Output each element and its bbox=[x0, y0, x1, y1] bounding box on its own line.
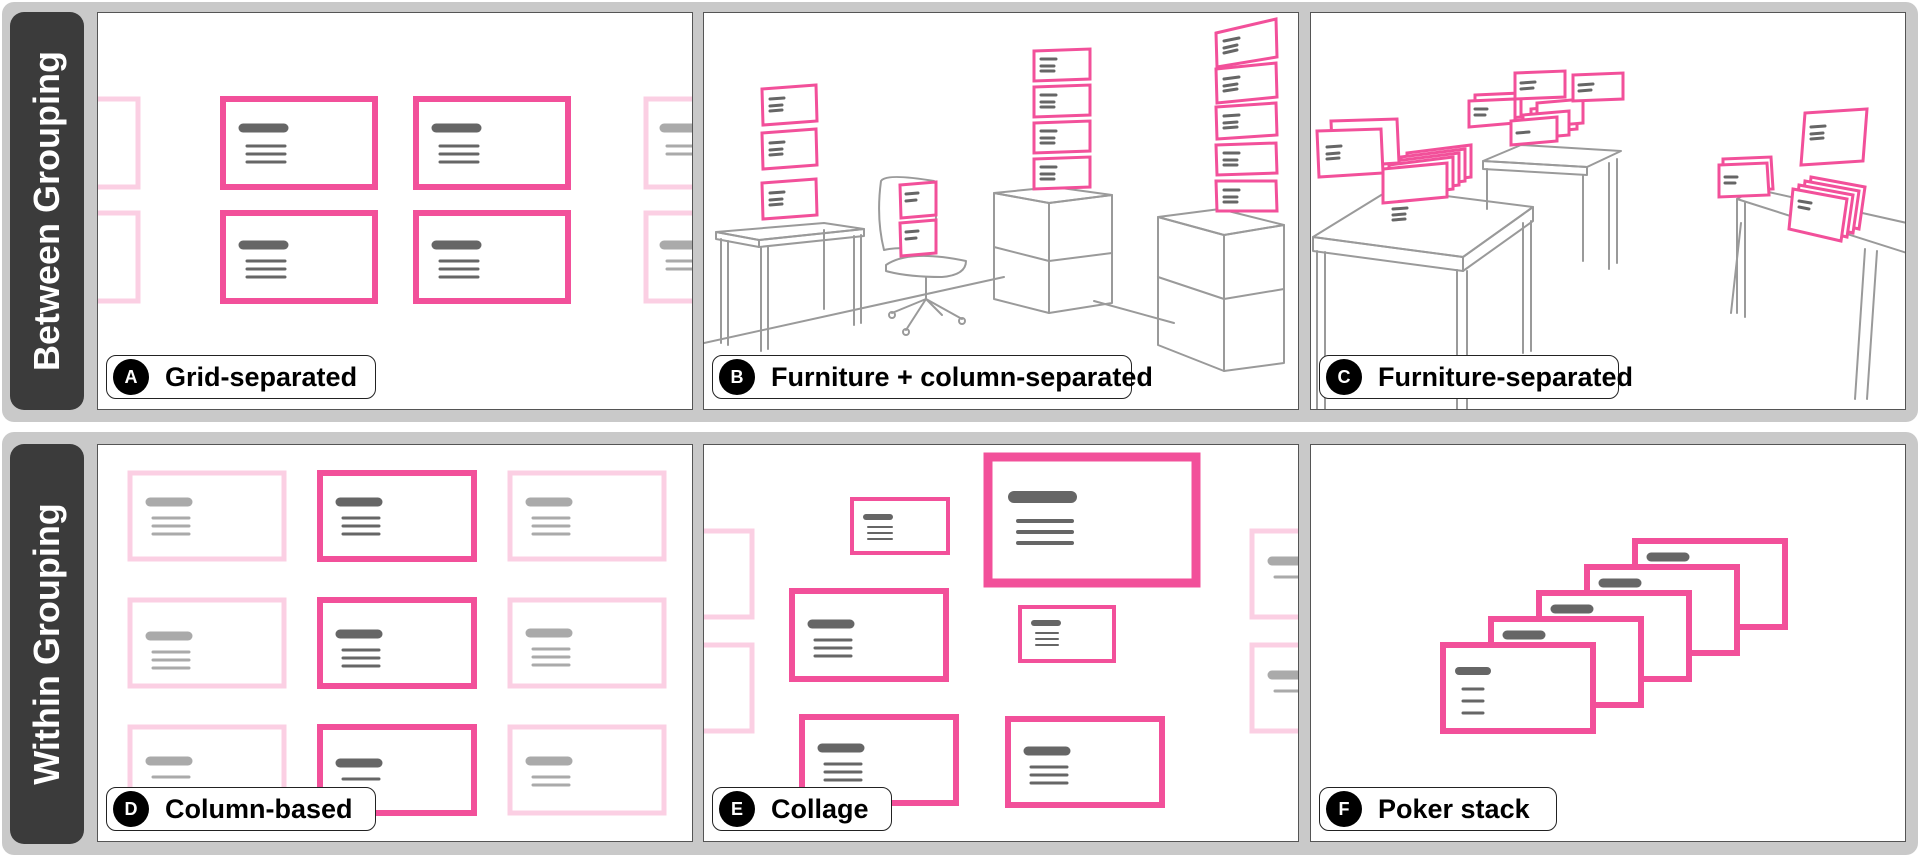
panel-b-caption: B Furniture + column-separated bbox=[712, 355, 1153, 399]
panel-b-furniture-column-separated: B Furniture + column-separated bbox=[703, 12, 1299, 410]
panel-c-caption: C Furniture-separated bbox=[1319, 355, 1633, 399]
panel-c-illustration bbox=[1312, 69, 1905, 409]
panel-e-caption: E Collage bbox=[712, 787, 892, 831]
within-grouping-text: Within Grouping bbox=[26, 503, 67, 785]
between-grouping-label: Between Grouping bbox=[10, 12, 84, 410]
panel-e-collage: E Collage bbox=[703, 444, 1299, 842]
panel-a-letter-badge: A bbox=[113, 359, 149, 395]
panel-e-caption-text: Collage bbox=[771, 793, 869, 824]
panel-d-illustration bbox=[127, 470, 667, 816]
panel-a-grid-separated: A Grid-separated bbox=[97, 12, 693, 410]
panel-e-illustration bbox=[704, 452, 1298, 808]
panel-d-caption: D Column-based bbox=[106, 787, 376, 831]
panel-f-illustration bbox=[1440, 538, 1788, 734]
panel-b-letter-badge: B bbox=[719, 359, 755, 395]
panel-b-illustration bbox=[704, 17, 1285, 372]
between-grouping-text: Between Grouping bbox=[26, 50, 67, 372]
panel-f-poker-stack: F Poker stack bbox=[1310, 444, 1906, 842]
panel-a-caption-text: Grid-separated bbox=[165, 361, 358, 392]
panel-d-letter-badge: D bbox=[113, 791, 149, 827]
panel-f-caption: F Poker stack bbox=[1319, 787, 1557, 831]
panel-f-caption-text: Poker stack bbox=[1378, 793, 1530, 824]
panel-c-letter-badge: C bbox=[1326, 359, 1362, 395]
panel-c-caption-text: Furniture-separated bbox=[1378, 361, 1634, 392]
panel-a-caption: A Grid-separated bbox=[106, 355, 376, 399]
panel-c-furniture-separated: C Furniture-separated bbox=[1310, 12, 1906, 410]
within-grouping-label: Within Grouping bbox=[10, 444, 84, 844]
panel-f-letter-badge: F bbox=[1326, 791, 1362, 827]
panel-d-caption-text: Column-based bbox=[165, 793, 353, 824]
panel-e-letter-badge: E bbox=[719, 791, 755, 827]
panel-d-column-based: D Column-based bbox=[97, 444, 693, 842]
panel-b-caption-text: Furniture + column-separated bbox=[771, 361, 1153, 392]
panel-a-illustration bbox=[98, 96, 692, 304]
